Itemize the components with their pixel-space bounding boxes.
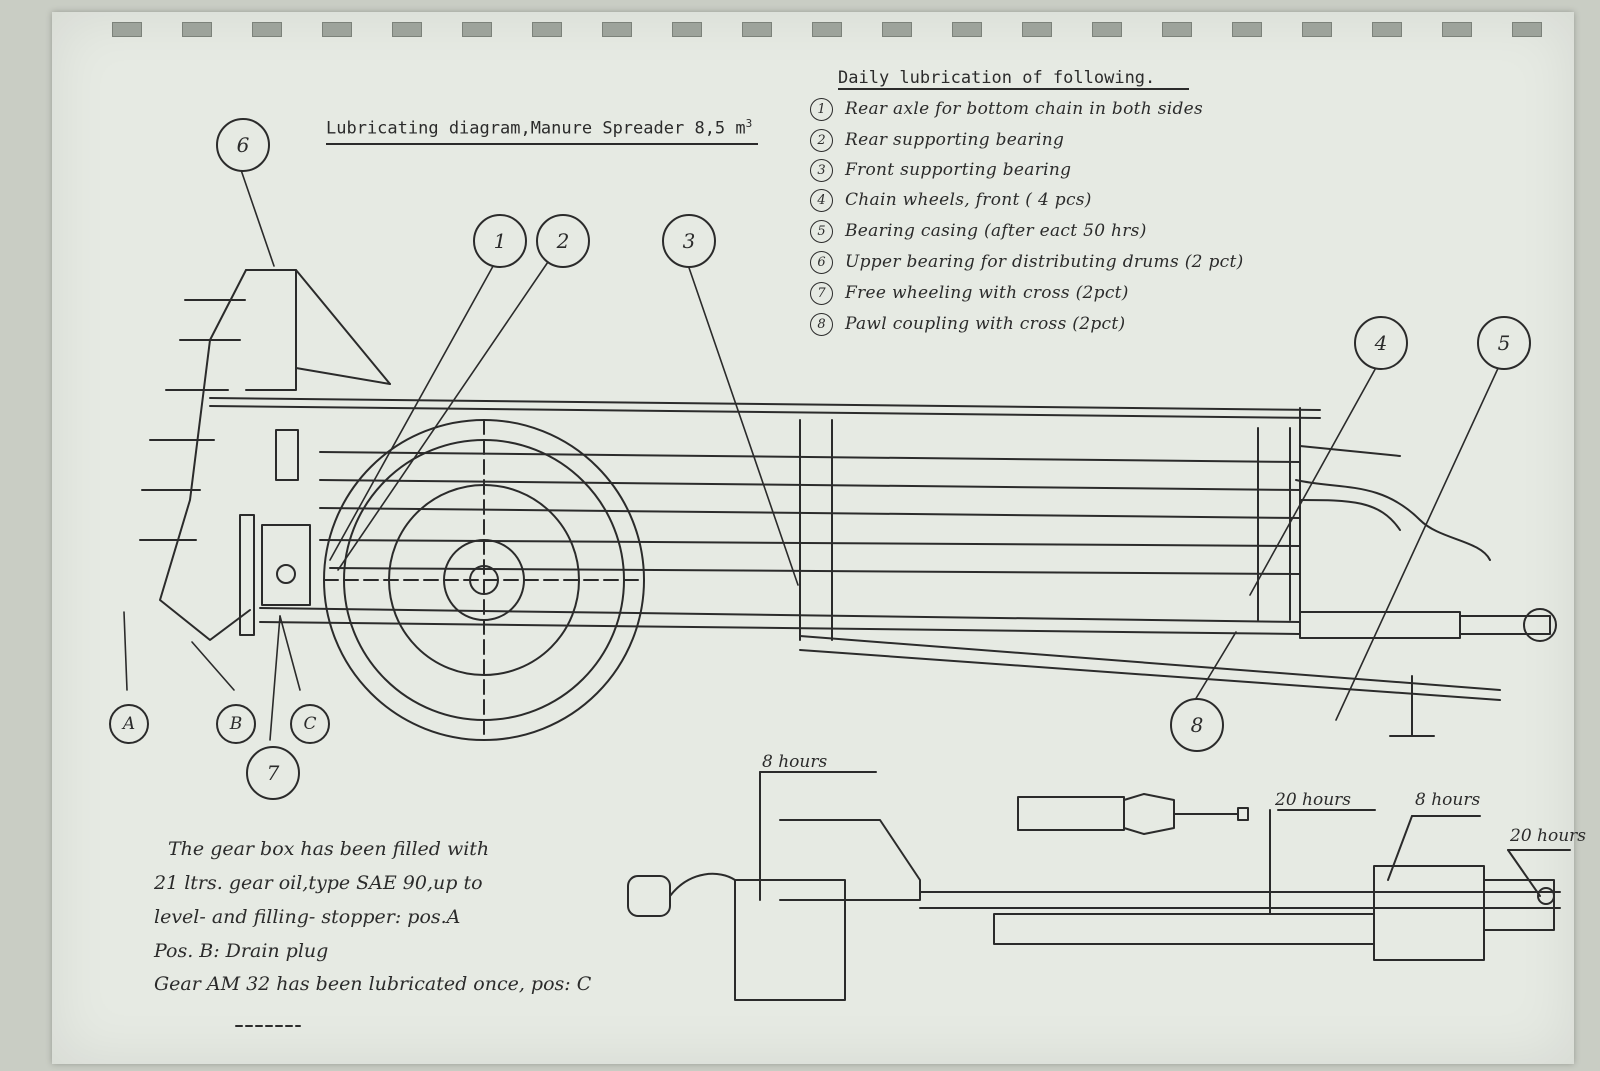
callout-leaders [123,166,1501,741]
lubrication-item-text: Upper bearing for distributing drums (2 … [845,252,1244,272]
gearbox-note-line: 21 ltrs. gear oil,type SAE 90,up to [154,872,483,894]
lubrication-item-number: 7 [810,281,833,305]
lubrication-item: 5 Bearing casing (after eact 50 hrs) [810,218,1147,244]
lubrication-item: 3 Front supporting bearing [810,157,1071,183]
callout-a: A [109,704,149,744]
lubrication-item-text: Free wheeling with cross (2pct) [845,283,1129,303]
lubrication-item-text: Rear axle for bottom chain in both sides [845,99,1204,119]
binder-hole [1512,22,1542,37]
lubrication-item-text: Pawl coupling with cross (2pct) [845,314,1126,334]
lubrication-item: 7 Free wheeling with cross (2pct) [810,280,1129,306]
diagram-title-text: Lubricating diagram,Manure Spreader 8,5 … [326,118,746,139]
binder-hole [182,22,212,37]
manual-page [52,12,1574,1064]
lubrication-heading: Daily lubrication of following. [838,68,1190,90]
interval-label: 20 hours [1275,790,1352,810]
callout-1: 1 [473,214,527,268]
lubrication-item-number: 8 [810,312,833,336]
callout-6: 6 [216,118,270,172]
callout-2: 2 [536,214,590,268]
binder-hole [812,22,842,37]
binder-hole [252,22,282,37]
gearbox-detail [627,771,1571,1001]
wheel [323,419,645,741]
lubrication-item-text: Chain wheels, front ( 4 pcs) [845,190,1092,210]
binder-hole [602,22,632,37]
binder-hole [1162,22,1192,37]
callout-3: 3 [662,214,716,268]
binder-hole [882,22,912,37]
gearbox-note-line: The gear box has been filled with [168,838,490,860]
lubrication-item-number: 1 [810,97,833,121]
binder-hole [462,22,492,37]
box-body [209,397,1321,641]
diagram-title-superscript: 3 [745,117,753,130]
binder-hole [1022,22,1052,37]
lubrication-item-number: 4 [810,188,833,212]
interval-label: 8 hours [762,752,828,772]
callout-c: C [290,704,330,744]
lubrication-item-text: Bearing casing (after eact 50 hrs) [845,221,1147,241]
callout-8: 8 [1170,698,1224,752]
callout-4: 4 [1354,316,1408,370]
interval-label: 8 hours [1415,790,1481,810]
gearbox-note-line: level- and filling- stopper: pos.A [154,906,461,928]
binder-hole [1092,22,1122,37]
gearbox-note-line: Pos. B: Drain plug [154,940,329,962]
binder-hole [742,22,772,37]
binder-hole [952,22,982,37]
lubrication-item-number: 6 [810,250,833,274]
binder-hole [1302,22,1332,37]
lubrication-item: 6 Upper bearing for distributing drums (2… [810,249,1244,275]
interval-label: 20 hours [1510,826,1587,846]
lubrication-item-number: 2 [810,128,833,152]
callout-7: 7 [246,746,300,800]
lubrication-item-number: 5 [810,219,833,243]
callout-b: B [216,704,256,744]
binder-hole [392,22,422,37]
lubrication-item: 8 Pawl coupling with cross (2pct) [810,311,1125,337]
callout-5: 5 [1477,316,1531,370]
lubrication-item: 4 Chain wheels, front ( 4 pcs) [810,187,1092,213]
lubrication-item-number: 3 [810,158,833,182]
lubrication-item: 1 Rear axle for bottom chain in both side… [810,96,1203,122]
diagram-title: Lubricating diagram,Manure Spreader 8,5 … [326,117,759,145]
binder-hole [1232,22,1262,37]
lubrication-item-text: Front supporting bearing [845,160,1072,180]
binder-hole [1442,22,1472,37]
binder-hole [1372,22,1402,37]
distributor-assembly [139,269,391,641]
binder-hole [532,22,562,37]
binder-hole [672,22,702,37]
drawbar [799,445,1557,737]
binder-hole [112,22,142,37]
lubrication-item: 2 Rear supporting bearing [810,127,1064,153]
lubrication-item-text: Rear supporting bearing [845,130,1065,150]
gearbox-note-line: Gear AM 32 has been lubricated once, pos… [154,973,592,995]
binder-hole [322,22,352,37]
